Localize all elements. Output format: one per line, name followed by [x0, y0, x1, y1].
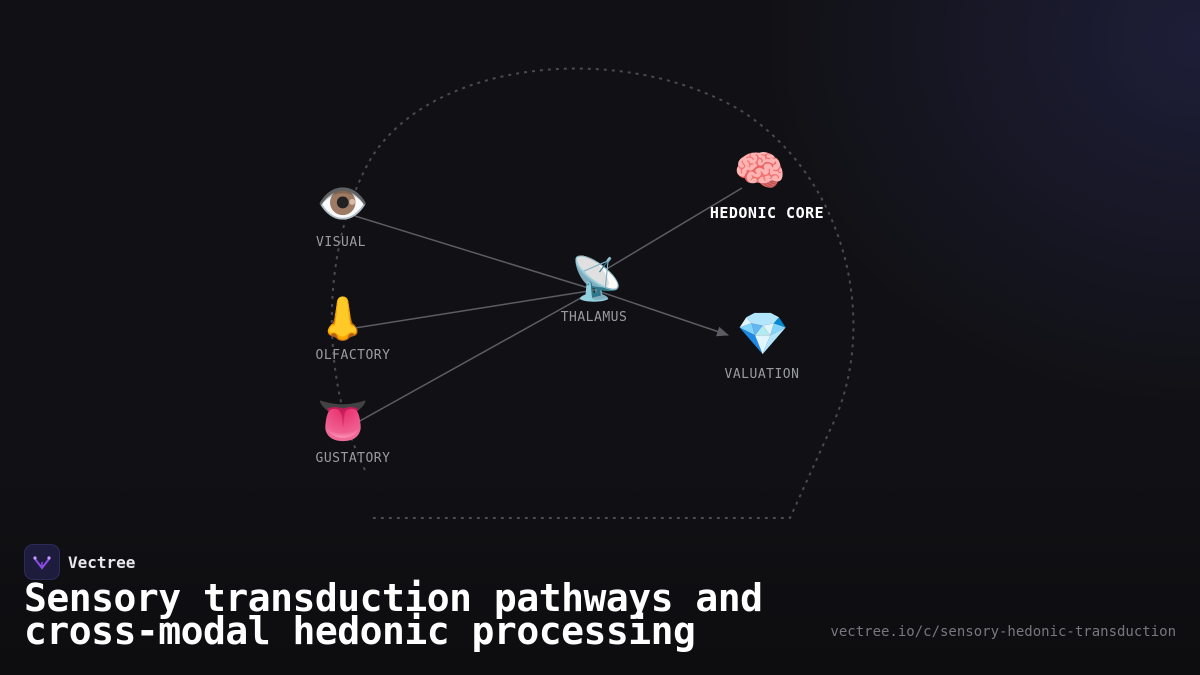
edge-thalamus-to-hedonic_core: [604, 187, 743, 271]
node-valuation[interactable]: 💎 VALUATION: [725, 309, 800, 382]
eye-icon: 👁️: [317, 179, 369, 228]
node-gustatory[interactable]: 👅 GUSTATORY: [316, 396, 391, 466]
source-url: vectree.io/c/sensory-hedonic-transductio…: [830, 624, 1176, 640]
edge-gustatory-to-thalamus: [357, 289, 596, 423]
node-label: OLFACTORY: [316, 348, 391, 363]
gem-icon: 💎: [737, 309, 789, 358]
edge-visual-to-thalamus: [354, 215, 596, 291]
node-label: VISUAL: [316, 235, 366, 250]
page-title: Sensory transduction pathways and cross-…: [24, 576, 763, 653]
node-thalamus[interactable]: 📡 THALAMUS: [561, 252, 628, 325]
node-label: HEDONIC CORE: [710, 204, 824, 222]
tongue-icon: 👅: [317, 396, 369, 445]
node-hedonic-core[interactable]: 🧠 HEDONIC CORE: [710, 146, 824, 222]
satellite-dish-icon: 📡: [571, 252, 623, 303]
brand: Vectree: [24, 544, 135, 580]
edge-olfactory-to-thalamus: [354, 289, 596, 329]
brand-name: Vectree: [68, 552, 136, 572]
vectree-logo-icon: [24, 544, 60, 580]
node-label: VALUATION: [725, 367, 800, 382]
node-visual[interactable]: 👁️ VISUAL: [316, 179, 369, 250]
node-olfactory[interactable]: 👃 OLFACTORY: [316, 294, 391, 363]
nose-icon: 👃: [317, 294, 369, 343]
region-boundary: [330, 67, 855, 519]
node-label: THALAMUS: [561, 310, 628, 325]
brain-icon: 🧠: [734, 146, 786, 195]
edge-thalamus-to-valuation: [594, 289, 729, 337]
node-label: GUSTATORY: [316, 451, 391, 466]
